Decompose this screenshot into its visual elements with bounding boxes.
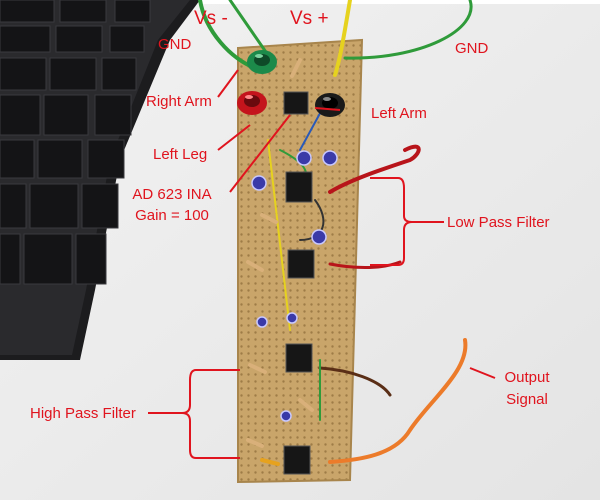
ic-chip-icon <box>283 91 315 475</box>
low-pass-filter-label: Low Pass Filter <box>447 214 550 231</box>
vs-plus-label: Vs + <box>290 8 329 29</box>
high-pass-filter-label: High Pass Filter <box>30 405 136 422</box>
left-leg-label: Left Leg <box>153 146 208 163</box>
vs-minus-label: Vs - <box>194 8 228 29</box>
output-signal-label-line2: Signal <box>506 391 548 408</box>
gnd-right-label: GND <box>455 40 489 57</box>
green-banana-jack-icon <box>247 50 277 74</box>
resistor-icon <box>246 58 314 466</box>
keyboard <box>0 0 200 360</box>
top-white-border <box>0 0 600 4</box>
gnd-left-label: GND <box>158 36 192 53</box>
output-signal-label-line1: Output <box>504 369 550 386</box>
ina-label-line2: Gain = 100 <box>135 207 209 224</box>
annotation-lines <box>148 69 496 459</box>
ina-label-line1: AD 623 INA <box>132 186 212 203</box>
wires <box>198 0 473 464</box>
capacitor-icon <box>251 150 338 422</box>
left-arm-label: Left Arm <box>371 105 427 122</box>
right-arm-label: Right Arm <box>146 93 212 110</box>
black-banana-jack-icon <box>315 93 345 117</box>
red-banana-jack-icon <box>237 91 267 115</box>
